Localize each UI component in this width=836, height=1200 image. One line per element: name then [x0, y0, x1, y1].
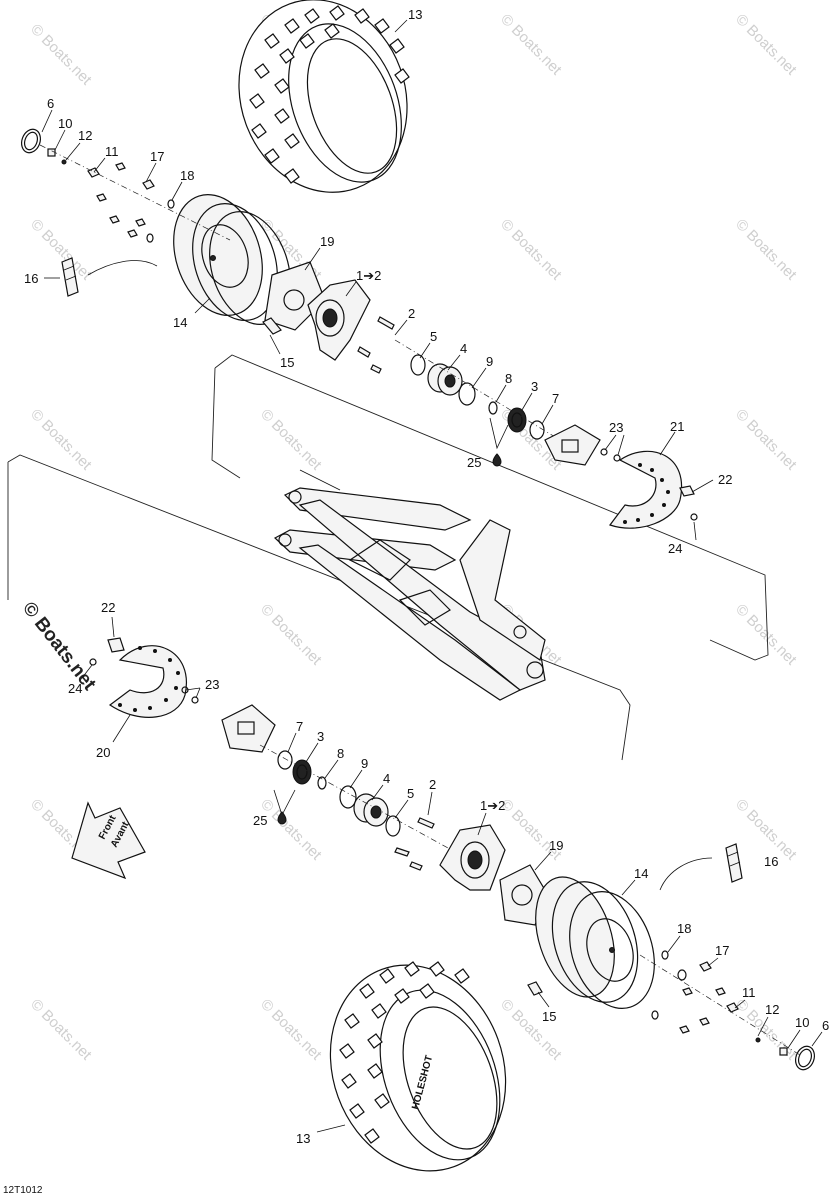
callout-25: 25 — [467, 455, 481, 470]
callout-6: 6 — [822, 1018, 829, 1033]
callout-10: 10 — [795, 1015, 809, 1030]
callout-2: 2 — [408, 306, 415, 321]
callout-13: 13 — [296, 1131, 310, 1146]
callout-14: 14 — [173, 315, 187, 330]
callout-4: 4 — [383, 771, 390, 786]
callout-19: 19 — [320, 234, 334, 249]
bottom-hardware — [639, 950, 816, 1071]
callout-13: 13 — [408, 7, 422, 22]
callout-3: 3 — [531, 379, 538, 394]
watermark: © Boats.net — [27, 996, 95, 1064]
callout-24: 24 — [668, 541, 682, 556]
bottom-caliper-disc — [89, 637, 276, 753]
callout-22: 22 — [718, 472, 732, 487]
callout-24: 24 — [68, 681, 82, 696]
callout-16: 16 — [24, 271, 38, 286]
bottom-wheel-rim — [527, 876, 655, 1009]
callout-20: 20 — [96, 745, 110, 760]
watermark-layer: © Boats.net © Boats.net © Boats.net © Bo… — [18, 11, 800, 1064]
watermark: © Boats.net — [497, 11, 565, 79]
watermark: © Boats.net — [497, 796, 565, 864]
callout-7: 7 — [552, 391, 559, 406]
bottom-wheel-weights — [659, 843, 743, 891]
callout-4: 4 — [460, 341, 467, 356]
watermark: © Boats.net — [257, 601, 325, 669]
callout-10: 10 — [58, 116, 72, 131]
top-bearing-stack — [394, 339, 561, 467]
callout-12: 12 — [78, 128, 92, 143]
watermark: © Boats.net — [732, 406, 800, 474]
callout-15: 15 — [542, 1009, 556, 1024]
callout-18: 18 — [180, 168, 194, 183]
watermark: © Boats.net — [497, 996, 565, 1064]
callout-25: 25 — [253, 813, 267, 828]
bottom-hub-assembly — [394, 817, 549, 926]
callout-22: 22 — [101, 600, 115, 615]
watermark: © Boats.net — [27, 21, 95, 89]
diagram-code: 12T1012 — [3, 1185, 43, 1196]
callout-6: 6 — [47, 96, 54, 111]
callout-21: 21 — [670, 419, 684, 434]
watermark: © Boats.net — [257, 406, 325, 474]
callout-9: 9 — [361, 756, 368, 771]
callout-5: 5 — [407, 786, 414, 801]
bottom-tire: HOLESHOT — [329, 961, 507, 1172]
leader-lines — [41, 19, 823, 1133]
callout-3: 3 — [317, 729, 324, 744]
callout-1-2: 1➔2 — [356, 268, 381, 283]
callout-23: 23 — [205, 677, 219, 692]
watermark: © Boats.net — [27, 406, 95, 474]
callout-17: 17 — [150, 149, 164, 164]
brand-mark: © Boats.net — [18, 598, 100, 695]
callout-19: 19 — [549, 838, 563, 853]
callout-23: 23 — [609, 420, 623, 435]
top-tire — [238, 0, 410, 193]
bottom-bearing-stack — [259, 744, 471, 861]
front-direction-arrow: Front Avant — [71, 801, 146, 880]
callout-8: 8 — [337, 746, 344, 761]
callout-7: 7 — [296, 719, 303, 734]
top-hub-assembly — [262, 261, 395, 374]
watermark: © Boats.net — [732, 216, 800, 284]
watermark: © Boats.net — [732, 11, 800, 79]
callout-18: 18 — [677, 921, 691, 936]
watermark: © Boats.net — [257, 796, 325, 864]
top-wheel-weights — [61, 257, 158, 297]
callout-15: 15 — [280, 355, 294, 370]
callout-8: 8 — [505, 371, 512, 386]
callout-2: 2 — [429, 777, 436, 792]
frame-outline — [7, 354, 769, 761]
callout-5: 5 — [430, 329, 437, 344]
top-caliper-disc — [544, 424, 714, 529]
callout-12: 12 — [765, 1002, 779, 1017]
watermark: © Boats.net — [257, 996, 325, 1064]
callout-11: 11 — [742, 985, 756, 1000]
callout-1-2: 1➔2 — [480, 798, 505, 813]
callout-14: 14 — [634, 866, 648, 881]
callout-17: 17 — [715, 943, 729, 958]
a-arm-assembly — [273, 469, 546, 701]
watermark: © Boats.net — [497, 216, 565, 284]
callout-9: 9 — [486, 354, 493, 369]
callout-16: 16 — [764, 854, 778, 869]
callout-11: 11 — [105, 144, 119, 159]
top-hardware — [20, 128, 231, 243]
callout-labels: 13 6 10 12 11 17 18 16 14 19 1➔2 2 15 5 … — [24, 7, 829, 1146]
